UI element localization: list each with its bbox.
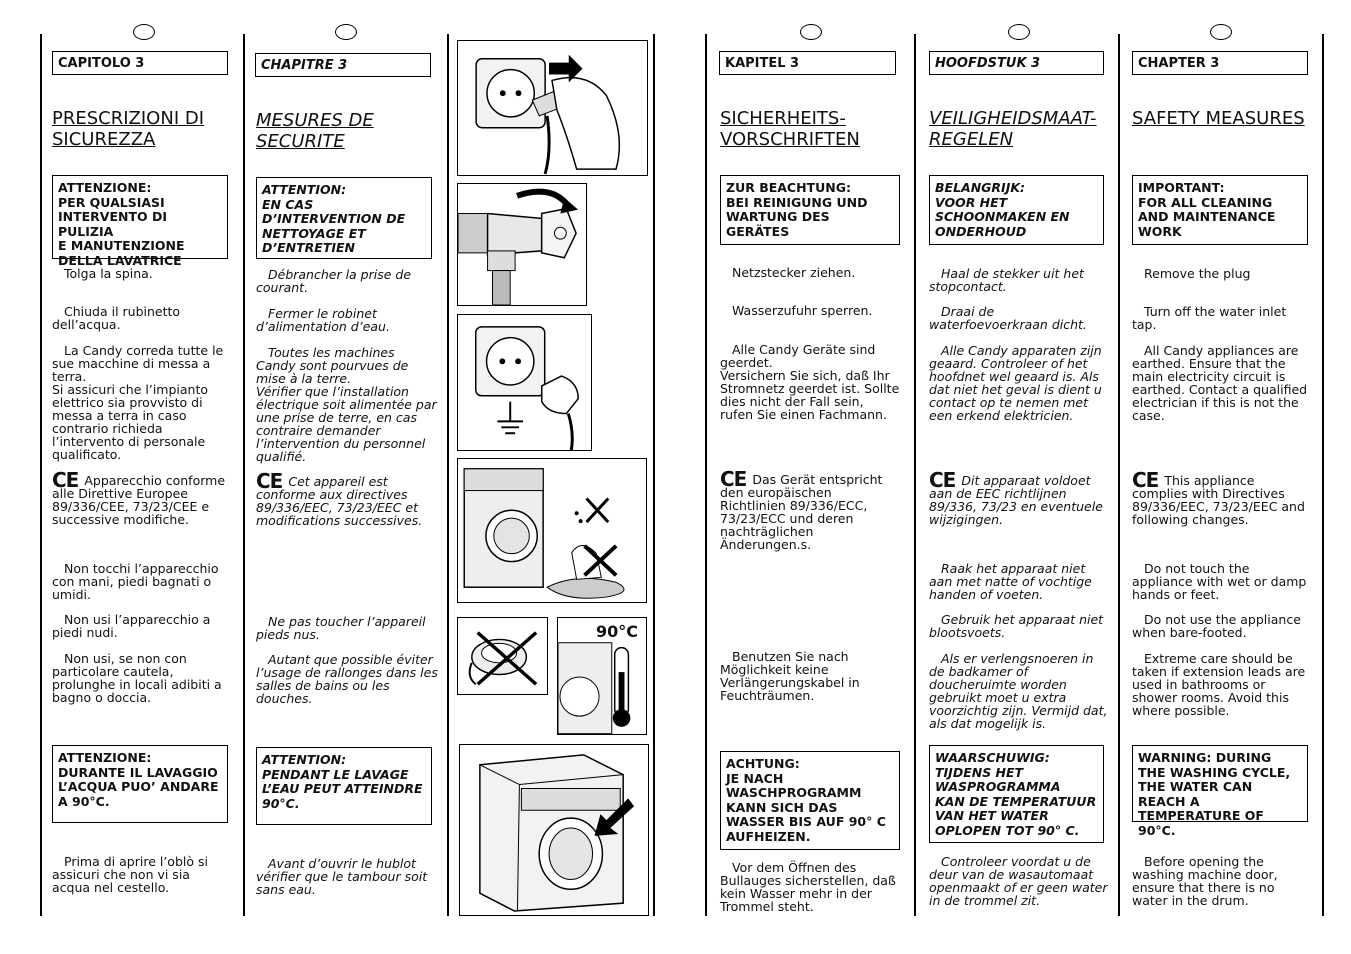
- cleaning-warning-box: ATTENTION: EN CAS D’INTERVENTION DE NETT…: [256, 177, 432, 259]
- language-marker: [800, 24, 822, 40]
- temperature-warning-box: ATTENZIONE: DURANTE IL LAVAGGIO L’ACQUA …: [52, 745, 228, 823]
- paragraph-tap: Turn off the water inlet tap.: [1132, 304, 1287, 332]
- paragraph-wet: Non tocchi l’apparecchio con mani, piedi…: [52, 561, 219, 602]
- paragraph-bare: Non usi l’apparecchio a piedi nudi.: [52, 612, 211, 640]
- extension-lead-warning-icon: [457, 617, 548, 695]
- paragraph-earth: All Candy appliances are earthed. Ensure…: [1132, 343, 1308, 423]
- plug-removal-icon: [457, 40, 648, 176]
- paragraph-plug: Netzstecker ziehen.: [732, 265, 856, 280]
- paragraph-bare: Ne pas toucher l’appareil pieds nus.: [256, 614, 426, 642]
- paragraph-door: Prima di aprire l’oblò si assicuri che n…: [52, 854, 208, 895]
- paragraph-door: Before opening the washing machine door,…: [1132, 854, 1278, 908]
- temperature-warning-box: ACHTUNG: JE NACH WASCHPROGRAMM KANN SICH…: [720, 751, 900, 850]
- section-title: MESURES DE SECURITE: [256, 110, 374, 152]
- temperature-warning-box: WAARSCHUWIG: TIJDENS HET WASPROGRAMMA KA…: [929, 745, 1104, 843]
- temperature-warning-box: ATTENTION: PENDANT LE LAVAGE L’EAU PEUT …: [256, 747, 432, 825]
- paragraph-earth: Toutes les machines Candy sont pourvues …: [256, 345, 437, 464]
- paragraph-plug: Tolga la spina.: [64, 266, 153, 281]
- section-title: SICHERHEITS- VORSCHRIFTEN: [720, 108, 860, 150]
- ce-mark-icon: CE: [929, 468, 956, 492]
- paragraph-earth: La Candy correda tutte le sue macchine d…: [52, 343, 224, 462]
- column-rule: [243, 34, 245, 916]
- column-rule: [40, 34, 42, 916]
- paragraph-bare: Do not use the appliance when bare-foote…: [1132, 612, 1301, 640]
- language-marker: [1210, 24, 1232, 40]
- washing-machine-door-icon: [459, 744, 649, 916]
- chapter-header: KAPITEL 3: [719, 51, 896, 75]
- ce-mark-icon: CE: [1132, 468, 1159, 492]
- paragraph-tap: Draai de waterfoevoerkraan dicht.: [929, 304, 1087, 332]
- paragraph-tap: Chiuda il rubinetto dell’acqua.: [52, 304, 181, 332]
- paragraph-earth: Alle Candy apparaten zijn geaard. Contro…: [929, 343, 1102, 423]
- paragraph-tap: Wasserzufuhr sperren.: [732, 303, 873, 318]
- water-tap-icon: [457, 183, 587, 306]
- paragraph-plug: Remove the plug: [1144, 266, 1251, 281]
- paragraph-extension: Non usi, se non con particolare cautela,…: [52, 651, 222, 705]
- paragraph-door: Controleer voordat u de deur van de wasa…: [929, 854, 1108, 908]
- paragraph-door: Avant d’ouvrir le hublot vérifier que le…: [256, 856, 428, 897]
- paragraph-extension: Als er verlengsnoeren in de badkamer of …: [929, 651, 1108, 731]
- column-rule: [653, 34, 655, 916]
- wet-feet-warning-icon: [457, 458, 647, 603]
- chapter-header: CAPITOLO 3: [52, 51, 228, 75]
- section-title: VEILIGHEIDSMAAT- REGELEN: [929, 108, 1097, 150]
- cleaning-warning-box: ZUR BEACHTUNG: BEI REINIGUNG UND WARTUNG…: [720, 175, 900, 245]
- paragraph-tap: Fermer le robinet d’alimentation d’eau.: [256, 306, 390, 334]
- ce-mark-icon: CE: [52, 468, 79, 492]
- temperature-label: 90°C: [595, 622, 638, 641]
- section-title: PRESCRIZIONI DI SICUREZZA: [52, 108, 205, 150]
- temperature-warning-box: WARNING: DURING THE WASHING CYCLE, THE W…: [1132, 745, 1308, 837]
- language-marker: [133, 24, 155, 40]
- paragraph-plug: Haal de stekker uit het stopcontact.: [929, 266, 1084, 294]
- language-marker: [335, 24, 357, 40]
- hot-water-thermometer-icon: 90°C: [557, 617, 647, 735]
- paragraph-wet: Raak het apparaat niet aan met natte of …: [929, 561, 1092, 602]
- paragraph-bare: Gebruik het apparaat niet blootsvoets.: [929, 612, 1104, 640]
- column-rule: [705, 34, 707, 916]
- paragraph-extension: Extreme care should be taken if extensio…: [1132, 651, 1306, 718]
- paragraph-plug: Débrancher la prise de courant.: [256, 267, 412, 295]
- paragraph-earth: Alle Candy Geräte sind geerdet. Versiche…: [720, 342, 900, 422]
- paragraph-door: Vor dem Öffnen des Bullauges sicherstell…: [720, 860, 896, 914]
- earthed-socket-icon: [457, 314, 592, 451]
- ce-mark-icon: CE: [256, 469, 283, 493]
- column-rule: [1118, 34, 1120, 916]
- column-rule: [447, 34, 449, 916]
- column-rule: [1322, 34, 1324, 916]
- section-title: SAFETY MEASURES: [1132, 108, 1305, 129]
- paragraph-extension: Benutzen Sie nach Möglichkeit keine Verl…: [720, 649, 860, 703]
- paragraph-wet: Do not touch the appliance with wet or d…: [1132, 561, 1307, 602]
- language-marker: [1008, 24, 1030, 40]
- ce-mark-icon: CE: [720, 467, 747, 491]
- chapter-header: CHAPITRE 3: [255, 53, 431, 77]
- cleaning-warning-box: IMPORTANT: FOR ALL CLEANING AND MAINTENA…: [1132, 175, 1308, 245]
- cleaning-warning-box: BELANGRIJK: VOOR HET SCHOONMAKEN EN ONDE…: [929, 175, 1104, 245]
- column-rule: [914, 34, 916, 916]
- cleaning-warning-box: ATTENZIONE: PER QUALSIASI INTERVENTO DI …: [52, 175, 228, 267]
- chapter-header: HOOFDSTUK 3: [929, 51, 1104, 75]
- paragraph-extension: Autant que possible éviter l’usage de ra…: [256, 652, 438, 706]
- chapter-header: CHAPTER 3: [1132, 51, 1308, 75]
